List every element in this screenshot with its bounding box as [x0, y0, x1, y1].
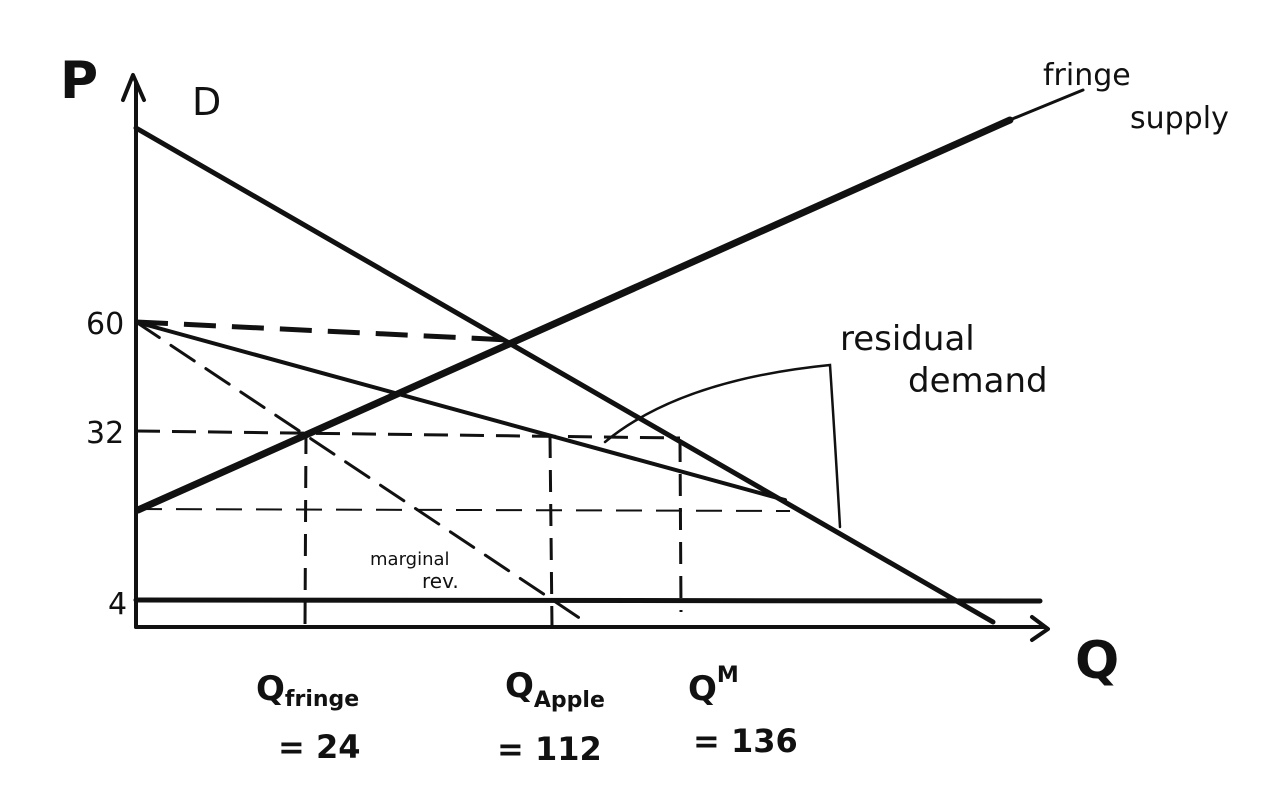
q-market-dashed-line	[678, 439, 683, 613]
fringe-supply-curve-tail	[998, 88, 1085, 126]
q-apple-label: QApple	[505, 666, 605, 713]
fringe-supply-label-line1: fringe	[1043, 58, 1131, 93]
q-fringe-sub: fringe	[285, 687, 359, 712]
residual-kink-dashed-line	[135, 508, 791, 512]
fringe-supply-label-line2: supply	[1130, 101, 1229, 136]
marginal-revenue-curve	[134, 320, 592, 627]
q-apple-main: Q	[505, 666, 534, 706]
marginal-revenue-label-line2: rev.	[422, 569, 459, 593]
residual-demand-label-line1: residual	[840, 319, 975, 359]
price-tick-4: 4	[108, 587, 127, 622]
price-60-dashed-line	[135, 319, 511, 343]
y-axis-arrow	[121, 73, 146, 102]
q-fringe-main: Q	[256, 669, 285, 709]
demand-curve	[133, 125, 996, 625]
q-apple-value: = 112	[497, 730, 602, 768]
q-market-main: Q	[688, 669, 717, 709]
price-32-dashed-line	[135, 429, 681, 440]
q-fringe-value: = 24	[278, 728, 360, 766]
x-axis-label: Q	[1075, 631, 1119, 691]
price-tick-60: 60	[86, 307, 124, 342]
fringe-supply-curve	[134, 116, 1014, 514]
q-market-sup: M	[717, 663, 739, 688]
x-axis-arrow	[1030, 615, 1050, 642]
demand-label: D	[192, 80, 221, 124]
y-axis-label: P	[60, 51, 98, 111]
q-market-label: QM	[688, 663, 739, 709]
residual-demand-brace	[603, 363, 842, 529]
q-apple-sub: Apple	[534, 688, 605, 713]
price-4-line	[133, 597, 1043, 604]
residual-demand-curve	[134, 320, 787, 502]
q-fringe-label: Qfringe	[256, 669, 359, 712]
price-tick-32: 32	[86, 416, 124, 451]
q-market-value: = 136	[693, 722, 798, 760]
residual-demand-label-line2: demand	[908, 361, 1048, 401]
marginal-revenue-label-line1: marginal	[370, 549, 450, 570]
